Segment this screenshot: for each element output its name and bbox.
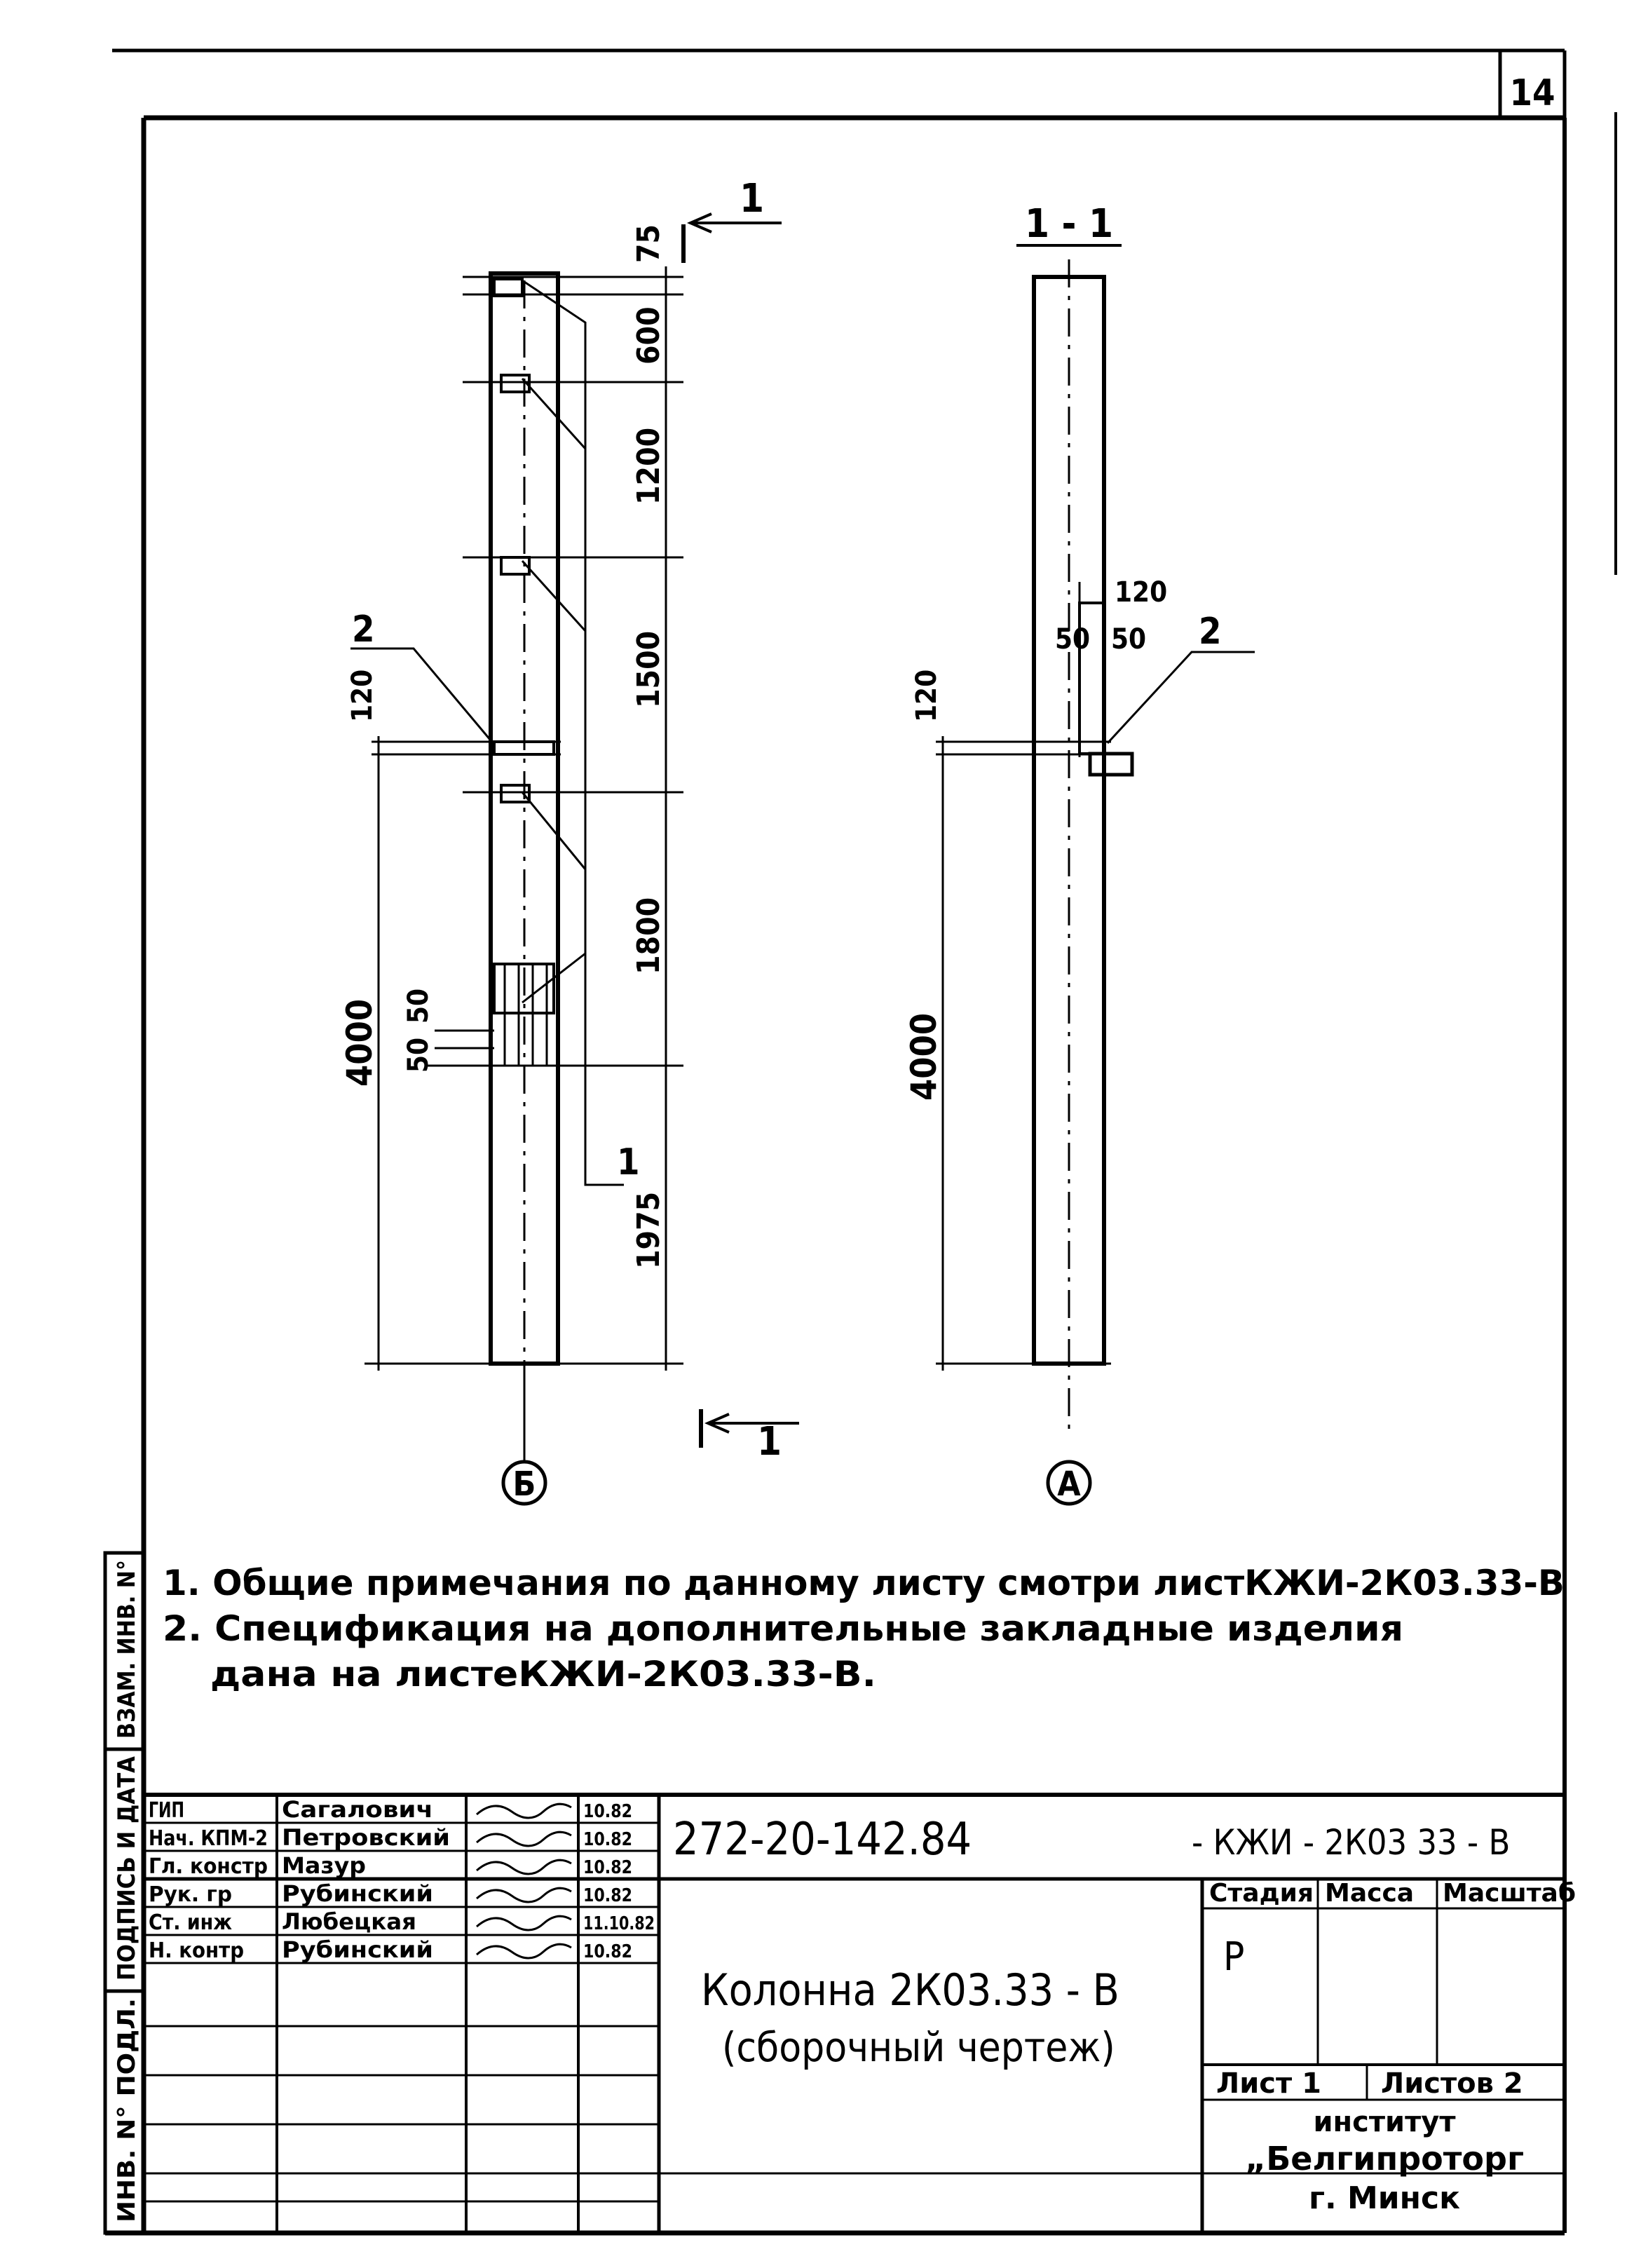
dim-75: 75 <box>631 224 667 263</box>
signature-date: 10.82 <box>583 1941 632 1962</box>
signature-role: Гл. констр <box>149 1854 268 1879</box>
dim-600: 600 <box>631 306 667 365</box>
notes: 1. Общие примечания по данному листу смо… <box>163 1563 1565 1695</box>
signature-name: Мазур <box>282 1852 366 1879</box>
dim-120: 120 <box>346 670 379 722</box>
callout-2-right: 2 <box>1199 611 1222 653</box>
dims-right: 120 50 50 120 4000 <box>904 576 1167 1101</box>
dim-1800: 1800 <box>631 897 667 975</box>
signature-name: Петровский <box>282 1824 450 1851</box>
org-line-3: г. Минск <box>1309 2180 1460 2216</box>
signature-scribble <box>476 1915 572 1931</box>
mass-label: Масса <box>1325 1879 1414 1908</box>
signature-date: 10.82 <box>583 1829 632 1850</box>
dim-right-4000: 4000 <box>904 1013 944 1101</box>
dim-50b: 50 <box>402 989 435 1024</box>
signature-name: Рубинский <box>282 1936 433 1963</box>
dim-right-120: 120 <box>911 670 943 722</box>
column-section: 1 - 1 <box>936 201 1255 1506</box>
axis-label-left: Б <box>513 1465 536 1504</box>
dim-1500: 1500 <box>631 631 667 708</box>
side-inv: ИНВ. N° ПОДЛ. <box>113 1998 141 2222</box>
dims-left: 75 600 1200 1500 1800 1975 4000 120 50 5… <box>339 224 667 1269</box>
signature-name: Сагалович <box>282 1796 433 1823</box>
signature-date: 10.82 <box>583 1857 632 1878</box>
signature-role: Рук. гр <box>149 1882 232 1907</box>
dim-right-120top: 120 <box>1115 576 1167 609</box>
signature-date: 10.82 <box>583 1885 632 1906</box>
note-line-2: 2. Спецификация на дополнительные заклад… <box>163 1608 1403 1649</box>
section-mark-bottom: 1 <box>757 1419 782 1465</box>
project-code: 272-20-142.84 <box>673 1814 972 1866</box>
signature-scribble <box>476 1831 572 1847</box>
dim-1200: 1200 <box>631 428 667 505</box>
signature-role: Ст. инж <box>149 1910 232 1935</box>
dim-1975: 1975 <box>631 1192 667 1269</box>
sheet-number: 14 <box>1509 72 1555 114</box>
note-line-3: дана на листеКЖИ-2К03.33-В. <box>210 1654 876 1695</box>
sheets-label: Листов 2 <box>1381 2067 1523 2100</box>
section-mark-top: 1 <box>740 176 764 222</box>
document-code: - КЖИ - 2К03 33 - В <box>1192 1822 1510 1863</box>
title-block-grid <box>144 1793 1565 2233</box>
signature-scribble <box>476 1859 572 1875</box>
title-line-2: (сборочный чертеж) <box>722 2023 1115 2071</box>
callout-1: 1 <box>617 1141 640 1183</box>
axis-label-right: А <box>1057 1465 1081 1504</box>
signature-role: Нач. КПМ-2 <box>149 1826 268 1851</box>
signature-date: 10.82 <box>583 1801 632 1822</box>
side-vzam: ВЗАМ. ИНВ. N° <box>113 1560 141 1739</box>
dim-4000: 4000 <box>339 999 380 1087</box>
column-elevation <box>350 212 799 1506</box>
title-line-1: Колонна 2К03.33 - В <box>701 1964 1119 2016</box>
stage-label: Стадия <box>1209 1879 1314 1908</box>
side-stamp <box>103 1551 146 2235</box>
signature-name: Любецкая <box>282 1908 416 1935</box>
dim-right-50b: 50 <box>1111 623 1146 656</box>
signature-scribble <box>476 1887 572 1903</box>
stage-value: Р <box>1223 1934 1244 1980</box>
signature-role: ГИП <box>149 1798 184 1823</box>
section-title: 1 - 1 <box>1025 201 1113 247</box>
signature-date: 11.10.82 <box>583 1913 655 1934</box>
dim-50a: 50 <box>402 1038 435 1073</box>
dim-right-50a: 50 <box>1055 623 1090 656</box>
org-line-1: институт <box>1313 2106 1456 2138</box>
scale-label: Масштаб <box>1443 1879 1576 1908</box>
signature-name: Рубинский <box>282 1880 433 1907</box>
signature-scribble <box>476 1802 572 1819</box>
sheet-label: Лист 1 <box>1216 2067 1321 2100</box>
org-line-2: „Белгипроторг <box>1245 2140 1524 2178</box>
side-podpis: ПОДПИСЬ И ДАТА <box>113 1756 141 1981</box>
signature-role: Н. контр <box>149 1938 244 1963</box>
note-line-1: 1. Общие примечания по данному листу смо… <box>163 1563 1565 1603</box>
signature-scribble <box>476 1943 572 1960</box>
callout-2-left: 2 <box>352 609 375 651</box>
